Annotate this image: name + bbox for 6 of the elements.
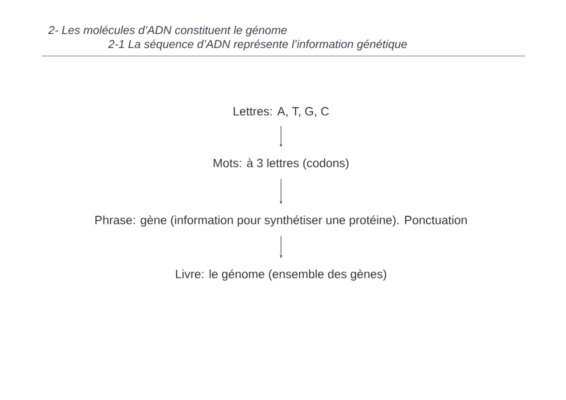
step-text: Mots: à 3 lettres (codons) <box>214 158 348 170</box>
subheading: 2-1 La séquence d’ADN représente l’information génétique <box>108 40 407 50</box>
step-text: Livre: le génome (ensemble des gènes) <box>176 269 386 281</box>
step-text: Lettres: A, T, G, C <box>234 107 329 117</box>
heading: 2- Les molécules d’ADN constituent le génome <box>48 26 287 36</box>
step-text: Phrase: gène (information pour synthétiser une protéine). Ponctuation <box>95 215 467 227</box>
